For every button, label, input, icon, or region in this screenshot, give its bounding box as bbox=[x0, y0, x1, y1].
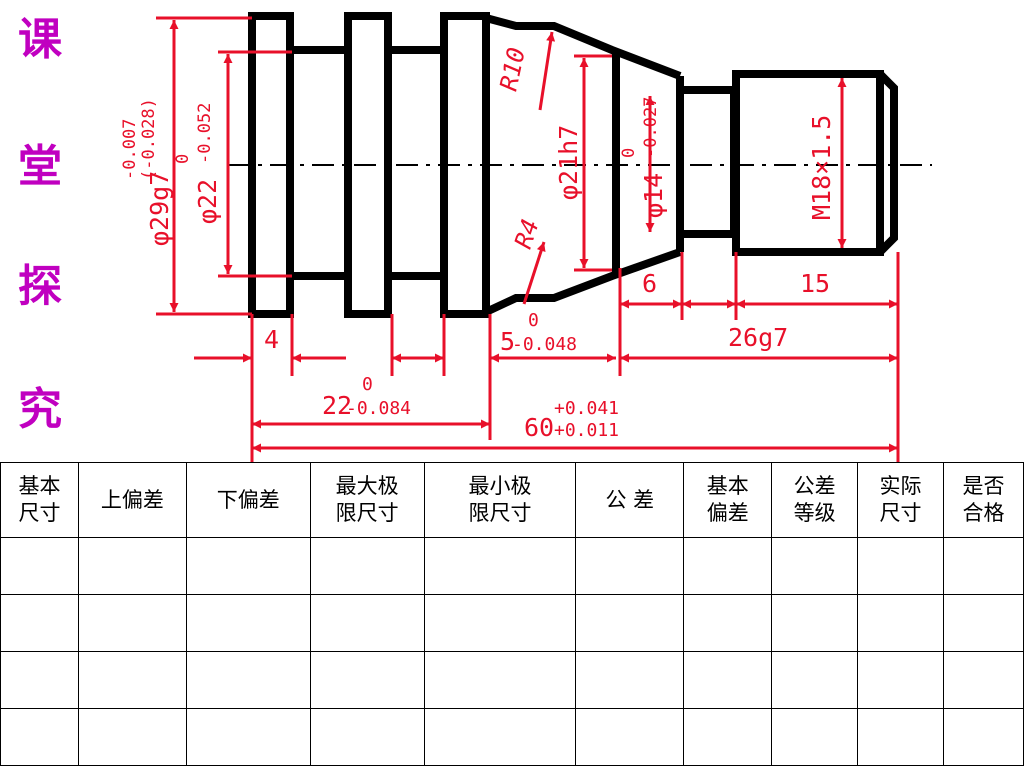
table-cell[interactable] bbox=[575, 537, 685, 595]
table-cell[interactable] bbox=[423, 594, 577, 652]
col-header-actual-size: 实际 尺寸 bbox=[857, 462, 944, 538]
table-cell[interactable] bbox=[771, 651, 859, 709]
table-cell[interactable] bbox=[683, 651, 773, 709]
col-header-tolerance: 公 差 bbox=[575, 462, 685, 538]
table-cell[interactable] bbox=[0, 594, 79, 652]
dim-phi14: φ14 bbox=[639, 173, 668, 218]
table-cell[interactable] bbox=[185, 708, 311, 766]
table-cell[interactable] bbox=[423, 537, 577, 595]
dim-phi22-tol-upper: 0 bbox=[173, 154, 193, 164]
flange-2 bbox=[344, 12, 392, 318]
table-row bbox=[0, 708, 1024, 766]
table-cell[interactable] bbox=[857, 651, 944, 709]
dim-60-tol-upper: +0.041 bbox=[554, 398, 619, 419]
dim-6: 6 bbox=[642, 269, 657, 298]
table-cell[interactable] bbox=[77, 594, 187, 652]
table-cell[interactable] bbox=[771, 708, 859, 766]
table-cell[interactable] bbox=[683, 708, 773, 766]
dim-5: 5 bbox=[500, 327, 515, 356]
shaft-drawing: φ29g7 -0.007 (-0.028) φ22 0 -0.052 φ21h7… bbox=[120, 12, 932, 462]
dim-22: 22 bbox=[322, 391, 352, 420]
table-cell[interactable] bbox=[942, 651, 1024, 709]
col-header-qualified: 是否 合格 bbox=[942, 462, 1024, 538]
table-header-row: 基本 尺寸 上偏差 下偏差 最大极 限尺寸 最小极 限尺寸 公 差 基本 偏差 … bbox=[0, 462, 1024, 538]
title-char: 探 bbox=[18, 261, 62, 312]
table-cell[interactable] bbox=[683, 594, 773, 652]
col-header-tolerance-grade: 公差 等级 bbox=[771, 462, 859, 538]
table-cell[interactable] bbox=[0, 708, 79, 766]
table-row bbox=[0, 537, 1024, 595]
dim-4: 4 bbox=[264, 325, 279, 354]
dim-phi29-tol-upper: -0.007 bbox=[120, 119, 140, 180]
taper-top bbox=[484, 14, 682, 80]
table-cell[interactable] bbox=[77, 651, 187, 709]
col-header-fundamental-deviation: 基本 偏差 bbox=[683, 462, 773, 538]
dim-5-tol-lower: -0.048 bbox=[512, 334, 577, 355]
table-cell[interactable] bbox=[575, 594, 685, 652]
table-cell[interactable] bbox=[575, 651, 685, 709]
dim-r10: R10 bbox=[494, 45, 530, 93]
dim-phi29-tol-lower: (-0.028) bbox=[139, 98, 159, 180]
col-header-max-limit-size: 最大极 限尺寸 bbox=[309, 462, 425, 538]
dimension-lines bbox=[169, 20, 898, 453]
table-cell[interactable] bbox=[771, 537, 859, 595]
table-cell[interactable] bbox=[309, 594, 425, 652]
table-cell[interactable] bbox=[857, 708, 944, 766]
dim-phi14-tol-lower: -0.027 bbox=[641, 97, 661, 158]
part-outline bbox=[248, 12, 898, 318]
table-cell[interactable] bbox=[942, 708, 1024, 766]
dim-60: 60 bbox=[524, 413, 554, 442]
flange-3 bbox=[440, 12, 490, 318]
tolerance-table: 基本 尺寸 上偏差 下偏差 最大极 限尺寸 最小极 限尺寸 公 差 基本 偏差 … bbox=[0, 462, 1024, 766]
title-char: 堂 bbox=[18, 141, 62, 192]
dim-22-tol-upper: 0 bbox=[362, 374, 373, 395]
table-cell[interactable] bbox=[423, 651, 577, 709]
dim-phi22: φ22 bbox=[193, 179, 222, 224]
thread-body bbox=[732, 70, 884, 256]
table-cell[interactable] bbox=[185, 537, 311, 595]
dim-15: 15 bbox=[800, 269, 830, 298]
table-cell[interactable] bbox=[309, 708, 425, 766]
table-cell[interactable] bbox=[942, 537, 1024, 595]
dim-phi21h7: φ21h7 bbox=[554, 125, 583, 200]
dim-m18: M18×1.5 bbox=[807, 115, 836, 220]
table-cell[interactable] bbox=[683, 537, 773, 595]
dim-phi29g7: φ29g7 bbox=[145, 171, 174, 246]
table-cell[interactable] bbox=[857, 537, 944, 595]
dim-22-tol-lower: -0.084 bbox=[346, 398, 411, 419]
table-cell[interactable] bbox=[0, 537, 79, 595]
table-row bbox=[0, 594, 1024, 652]
table-cell[interactable] bbox=[0, 651, 79, 709]
table-cell[interactable] bbox=[942, 594, 1024, 652]
table-cell[interactable] bbox=[309, 537, 425, 595]
title-char: 课 bbox=[18, 14, 62, 65]
col-header-min-limit-size: 最小极 限尺寸 bbox=[423, 462, 577, 538]
table-cell[interactable] bbox=[185, 651, 311, 709]
lesson-title: 课 堂 探 究 bbox=[0, 0, 80, 460]
dim-26g7: 26g7 bbox=[728, 323, 788, 352]
table-cell[interactable] bbox=[575, 708, 685, 766]
flange-1 bbox=[248, 12, 294, 318]
dim-phi14-tol-upper: 0 bbox=[619, 148, 639, 158]
col-header-basic-size: 基本 尺寸 bbox=[0, 462, 79, 538]
table-cell[interactable] bbox=[771, 594, 859, 652]
dim-phi22-tol-lower: -0.052 bbox=[195, 103, 215, 164]
thread-chamfer bbox=[877, 71, 898, 255]
table-cell[interactable] bbox=[423, 708, 577, 766]
table-cell[interactable] bbox=[77, 708, 187, 766]
table-row bbox=[0, 651, 1024, 709]
dim-60-tol-lower: +0.011 bbox=[554, 420, 619, 441]
neck bbox=[676, 86, 738, 238]
col-header-upper-deviation: 上偏差 bbox=[77, 462, 187, 538]
table-cell[interactable] bbox=[857, 594, 944, 652]
taper-bottom bbox=[484, 248, 682, 316]
table-cell[interactable] bbox=[309, 651, 425, 709]
dim-r4: R4 bbox=[509, 216, 545, 252]
table-cell[interactable] bbox=[77, 537, 187, 595]
table-cell[interactable] bbox=[185, 594, 311, 652]
col-header-lower-deviation: 下偏差 bbox=[185, 462, 311, 538]
title-char: 究 bbox=[18, 384, 62, 435]
dim-5-tol-upper: 0 bbox=[528, 310, 539, 331]
